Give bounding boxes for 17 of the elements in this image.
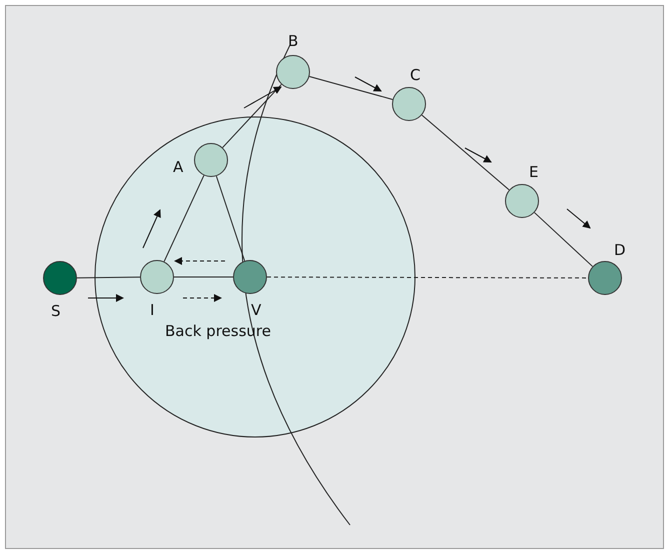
link-line: [534, 212, 594, 267]
node-letter: D: [614, 241, 626, 259]
link-line: [76, 276, 140, 278]
link-line: [164, 174, 204, 262]
link-line: [421, 114, 510, 190]
node-letter: C: [410, 66, 420, 84]
link-line: [216, 176, 246, 262]
link-line: [174, 276, 234, 278]
link-line: [308, 76, 394, 100]
node-letter: A: [173, 158, 184, 176]
link-line: [266, 276, 588, 278]
node-letter: I: [150, 301, 154, 319]
node-letter: V: [251, 301, 262, 319]
node-letter: E: [529, 163, 538, 181]
node-letter: B: [288, 32, 298, 50]
link-line: [222, 84, 282, 148]
node-letter: S: [51, 302, 61, 320]
